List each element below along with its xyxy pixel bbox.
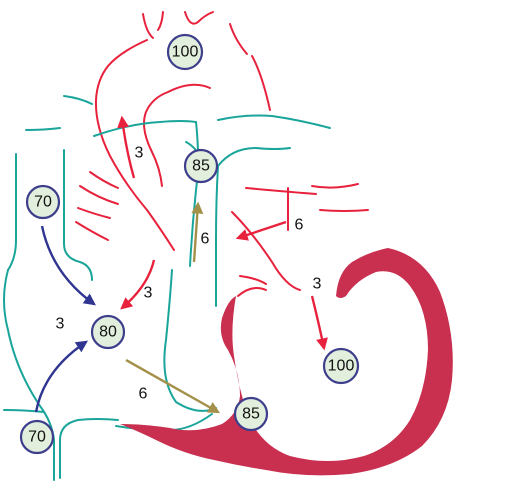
left-atrium-lower xyxy=(239,275,267,285)
pulmonary-trunk-top xyxy=(93,120,197,137)
pulmonary-trunk-arch xyxy=(217,114,331,129)
aortic-arch-outer xyxy=(94,39,175,251)
superior-vena-cava-right xyxy=(63,149,93,281)
pulmonary-vein-right-1 xyxy=(245,187,317,195)
arrow-ivc-to-ra xyxy=(34,340,88,413)
superior-vena-cava-left xyxy=(7,153,17,271)
badge-aorta: 100 xyxy=(166,33,204,71)
flow-label-ra-to-rv: 6 xyxy=(139,386,148,403)
myocardium xyxy=(120,248,453,476)
badge-right-atrium-value: 80 xyxy=(99,324,117,341)
flow-label-pulmonary-veins: 6 xyxy=(295,217,304,234)
oxygenated-vessels xyxy=(75,11,369,297)
arrow-la-to-ra xyxy=(120,259,156,310)
pulmonary-trunk-inner-right xyxy=(217,147,291,167)
arrow-la-to-lv xyxy=(310,295,328,351)
flow-label-la-to-lv: 3 xyxy=(313,276,322,293)
saturation-badges: 100 85 70 80 100 85 70 xyxy=(19,33,360,455)
pulmonary-vein-left-3 xyxy=(77,207,111,219)
badge-pulmonary-artery-value: 85 xyxy=(192,158,210,175)
head-branch-left-inner xyxy=(157,11,164,31)
head-branch-left xyxy=(142,13,154,39)
badge-aorta-value: 100 xyxy=(172,44,199,61)
badge-inferior-vena-cava-value: 70 xyxy=(28,429,46,446)
inferior-vena-cava-top xyxy=(3,409,45,413)
badge-inferior-vena-cava: 70 xyxy=(19,419,55,455)
pulmonary-vein-right-3 xyxy=(311,183,359,189)
flow-label-la-to-ra: 3 xyxy=(144,285,153,302)
badge-left-ventricle: 100 xyxy=(322,347,360,385)
pulmonary-vein-left-1 xyxy=(89,171,119,189)
badge-right-ventricle: 85 xyxy=(233,396,269,432)
rv-outflow-left xyxy=(189,121,199,267)
badge-left-ventricle-value: 100 xyxy=(328,358,355,375)
flow-label-rv-to-pa: 6 xyxy=(201,231,210,248)
arrow-pulmonary-vein xyxy=(235,220,287,241)
badge-superior-vena-cava: 70 xyxy=(25,184,61,220)
left-ventricle-wall xyxy=(120,248,453,476)
pulmonary-vein-right-4 xyxy=(319,209,369,212)
pulmonary-vein-left-4 xyxy=(75,221,109,241)
rv-outflow-right xyxy=(215,165,219,307)
inferior-vena-cava-right xyxy=(59,418,119,479)
badge-right-ventricle-value: 85 xyxy=(242,406,260,423)
badge-right-atrium: 80 xyxy=(90,314,126,350)
deoxygenated-vessels xyxy=(3,95,331,481)
septum-left xyxy=(163,269,217,412)
arrow-rv-to-pa xyxy=(191,201,204,263)
head-branch-center xyxy=(184,11,214,25)
right-atrium-left-wall xyxy=(3,269,55,481)
aortic-arch-top-inner xyxy=(167,83,211,93)
arrow-ra-to-rv xyxy=(125,358,221,414)
svc-branch xyxy=(25,127,61,131)
arrow-aortic-arch xyxy=(117,115,136,179)
svc-upper-branch xyxy=(63,95,93,105)
arrow-svc-to-ra xyxy=(40,225,96,306)
pulmonary-vein-left-2 xyxy=(79,185,119,205)
flow-labels: 3 3 6 6 3 6 3 xyxy=(56,145,322,403)
aortic-arch-inner xyxy=(251,55,271,111)
flow-label-svc-to-ra: 3 xyxy=(56,316,65,333)
badge-pulmonary-artery: 85 xyxy=(183,148,219,184)
flow-label-aortic-arch: 3 xyxy=(135,145,144,162)
aortic-arch-loop xyxy=(143,91,169,187)
badge-superior-vena-cava-value: 70 xyxy=(34,194,52,211)
left-atrium-floor xyxy=(237,287,267,297)
left-atrium-wall xyxy=(231,211,301,291)
head-branch-right xyxy=(229,23,248,55)
flow-arrows xyxy=(34,115,328,414)
